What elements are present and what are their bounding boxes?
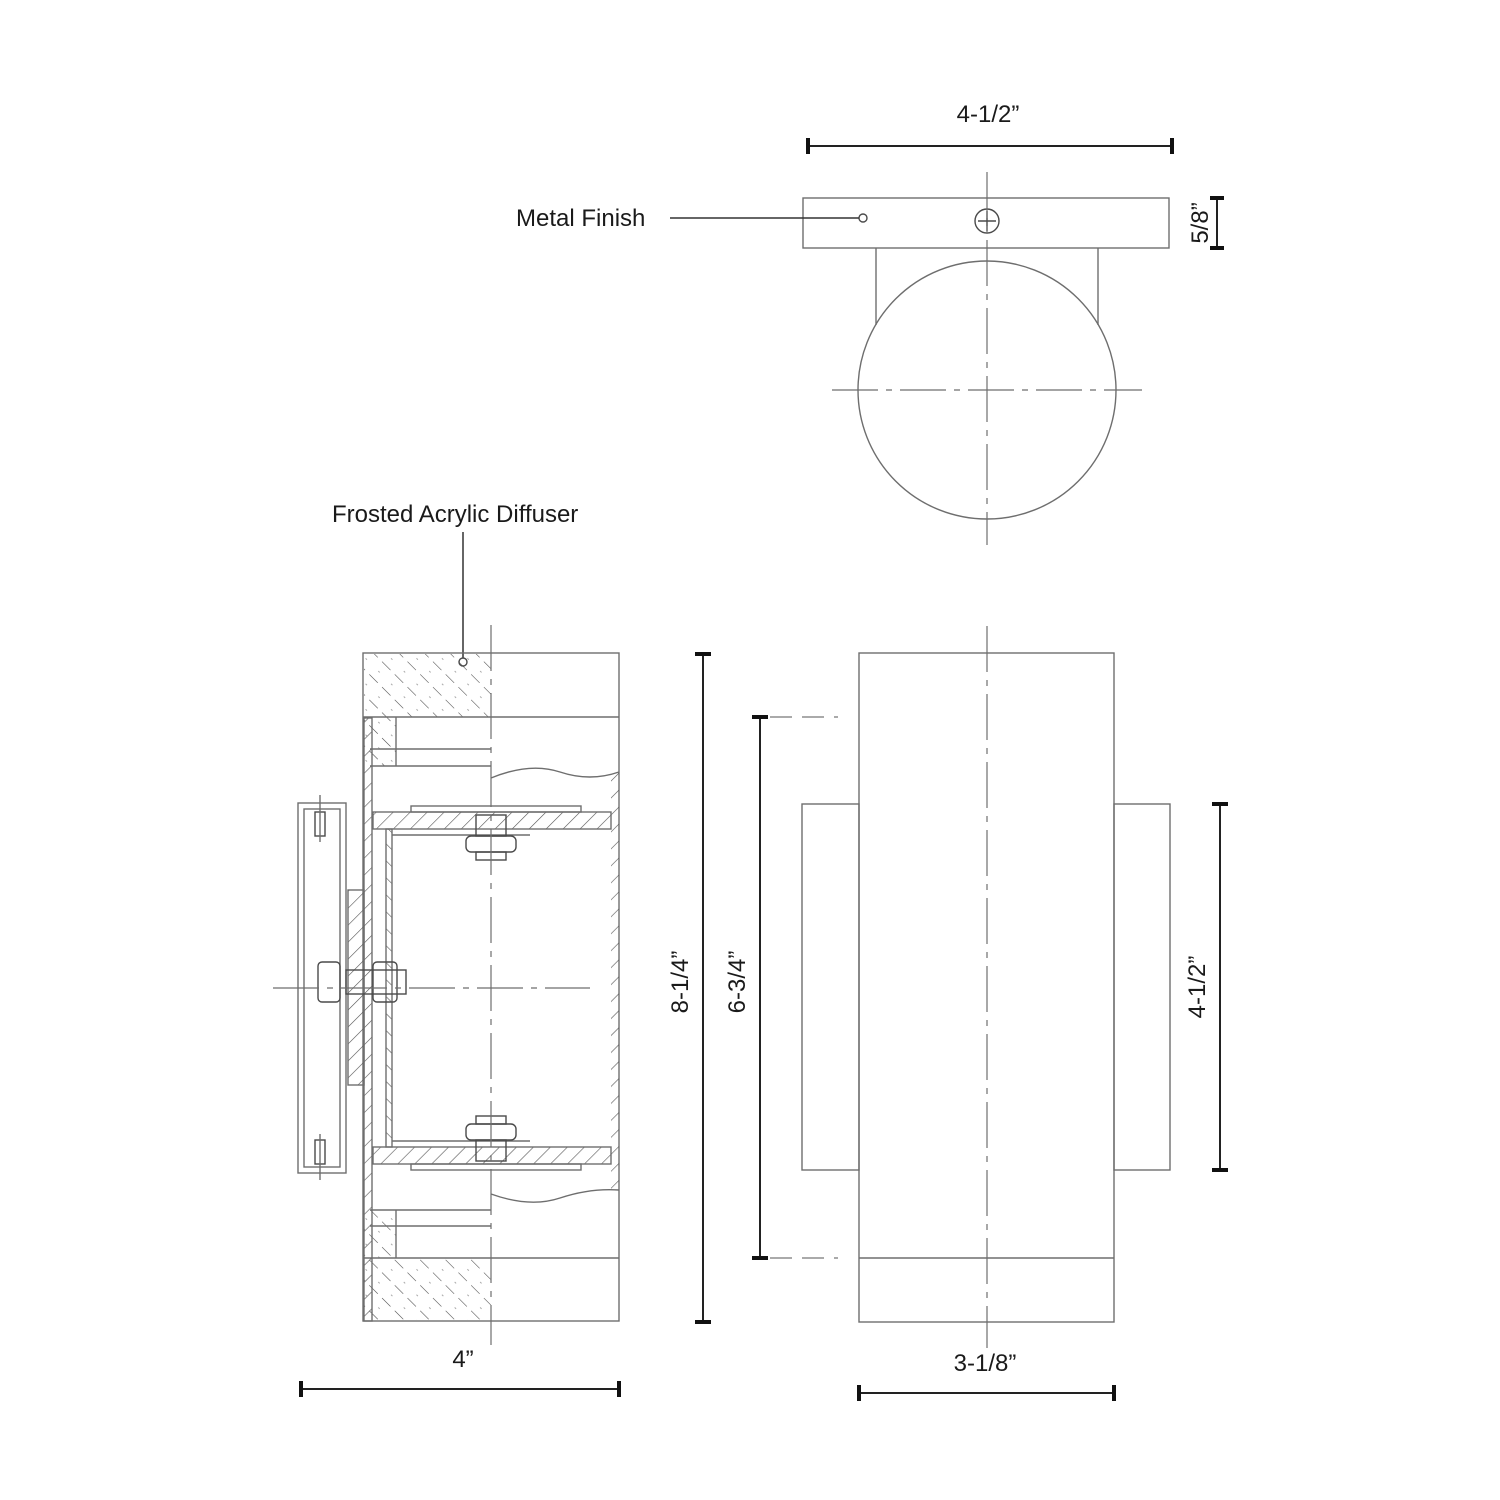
dimension-plate-depth-label: 5/8” xyxy=(1187,202,1214,243)
dimension-inner-height: 6-3/4” xyxy=(724,715,838,1260)
front-view: 4-1/2” 3-1/8” xyxy=(801,626,1228,1401)
callout-metal-finish: Metal Finish xyxy=(516,205,859,232)
dimension-top-width-label: 4-1/2” xyxy=(957,101,1020,128)
dimension-front-width-label: 3-1/8” xyxy=(954,1350,1017,1377)
side-section-view: Frosted Acrylic Diffuser xyxy=(273,501,621,1397)
dimension-backplate-height: 4-1/2” xyxy=(1184,802,1228,1172)
top-view: 4-1/2” 5/8” Metal Finish xyxy=(516,101,1224,545)
bolt-icon xyxy=(317,961,407,1003)
metal-finish-marker xyxy=(858,213,868,223)
dimension-backplate-height-label: 4-1/2” xyxy=(1184,956,1211,1019)
dimension-side-depth-label: 4” xyxy=(452,1346,473,1373)
dimension-overall-height: 8-1/4” xyxy=(667,652,711,1324)
dimension-front-width: 3-1/8” xyxy=(857,1350,1116,1401)
dimension-top-width: 4-1/2” xyxy=(806,101,1174,154)
dimension-plate-depth: 5/8” xyxy=(1187,196,1224,250)
dimension-side-depth: 4” xyxy=(299,1346,621,1397)
callout-frosted-diffuser: Frosted Acrylic Diffuser xyxy=(332,501,578,667)
backplate-right xyxy=(1113,803,1171,1171)
dimension-inner-height-label: 6-3/4” xyxy=(724,951,751,1014)
callout-frosted-diffuser-label: Frosted Acrylic Diffuser xyxy=(332,501,578,528)
mounting-plate xyxy=(802,197,1170,249)
backplate-left xyxy=(801,803,860,1171)
callout-metal-finish-label: Metal Finish xyxy=(516,205,645,232)
dimension-overall-height-label: 8-1/4” xyxy=(667,951,694,1014)
